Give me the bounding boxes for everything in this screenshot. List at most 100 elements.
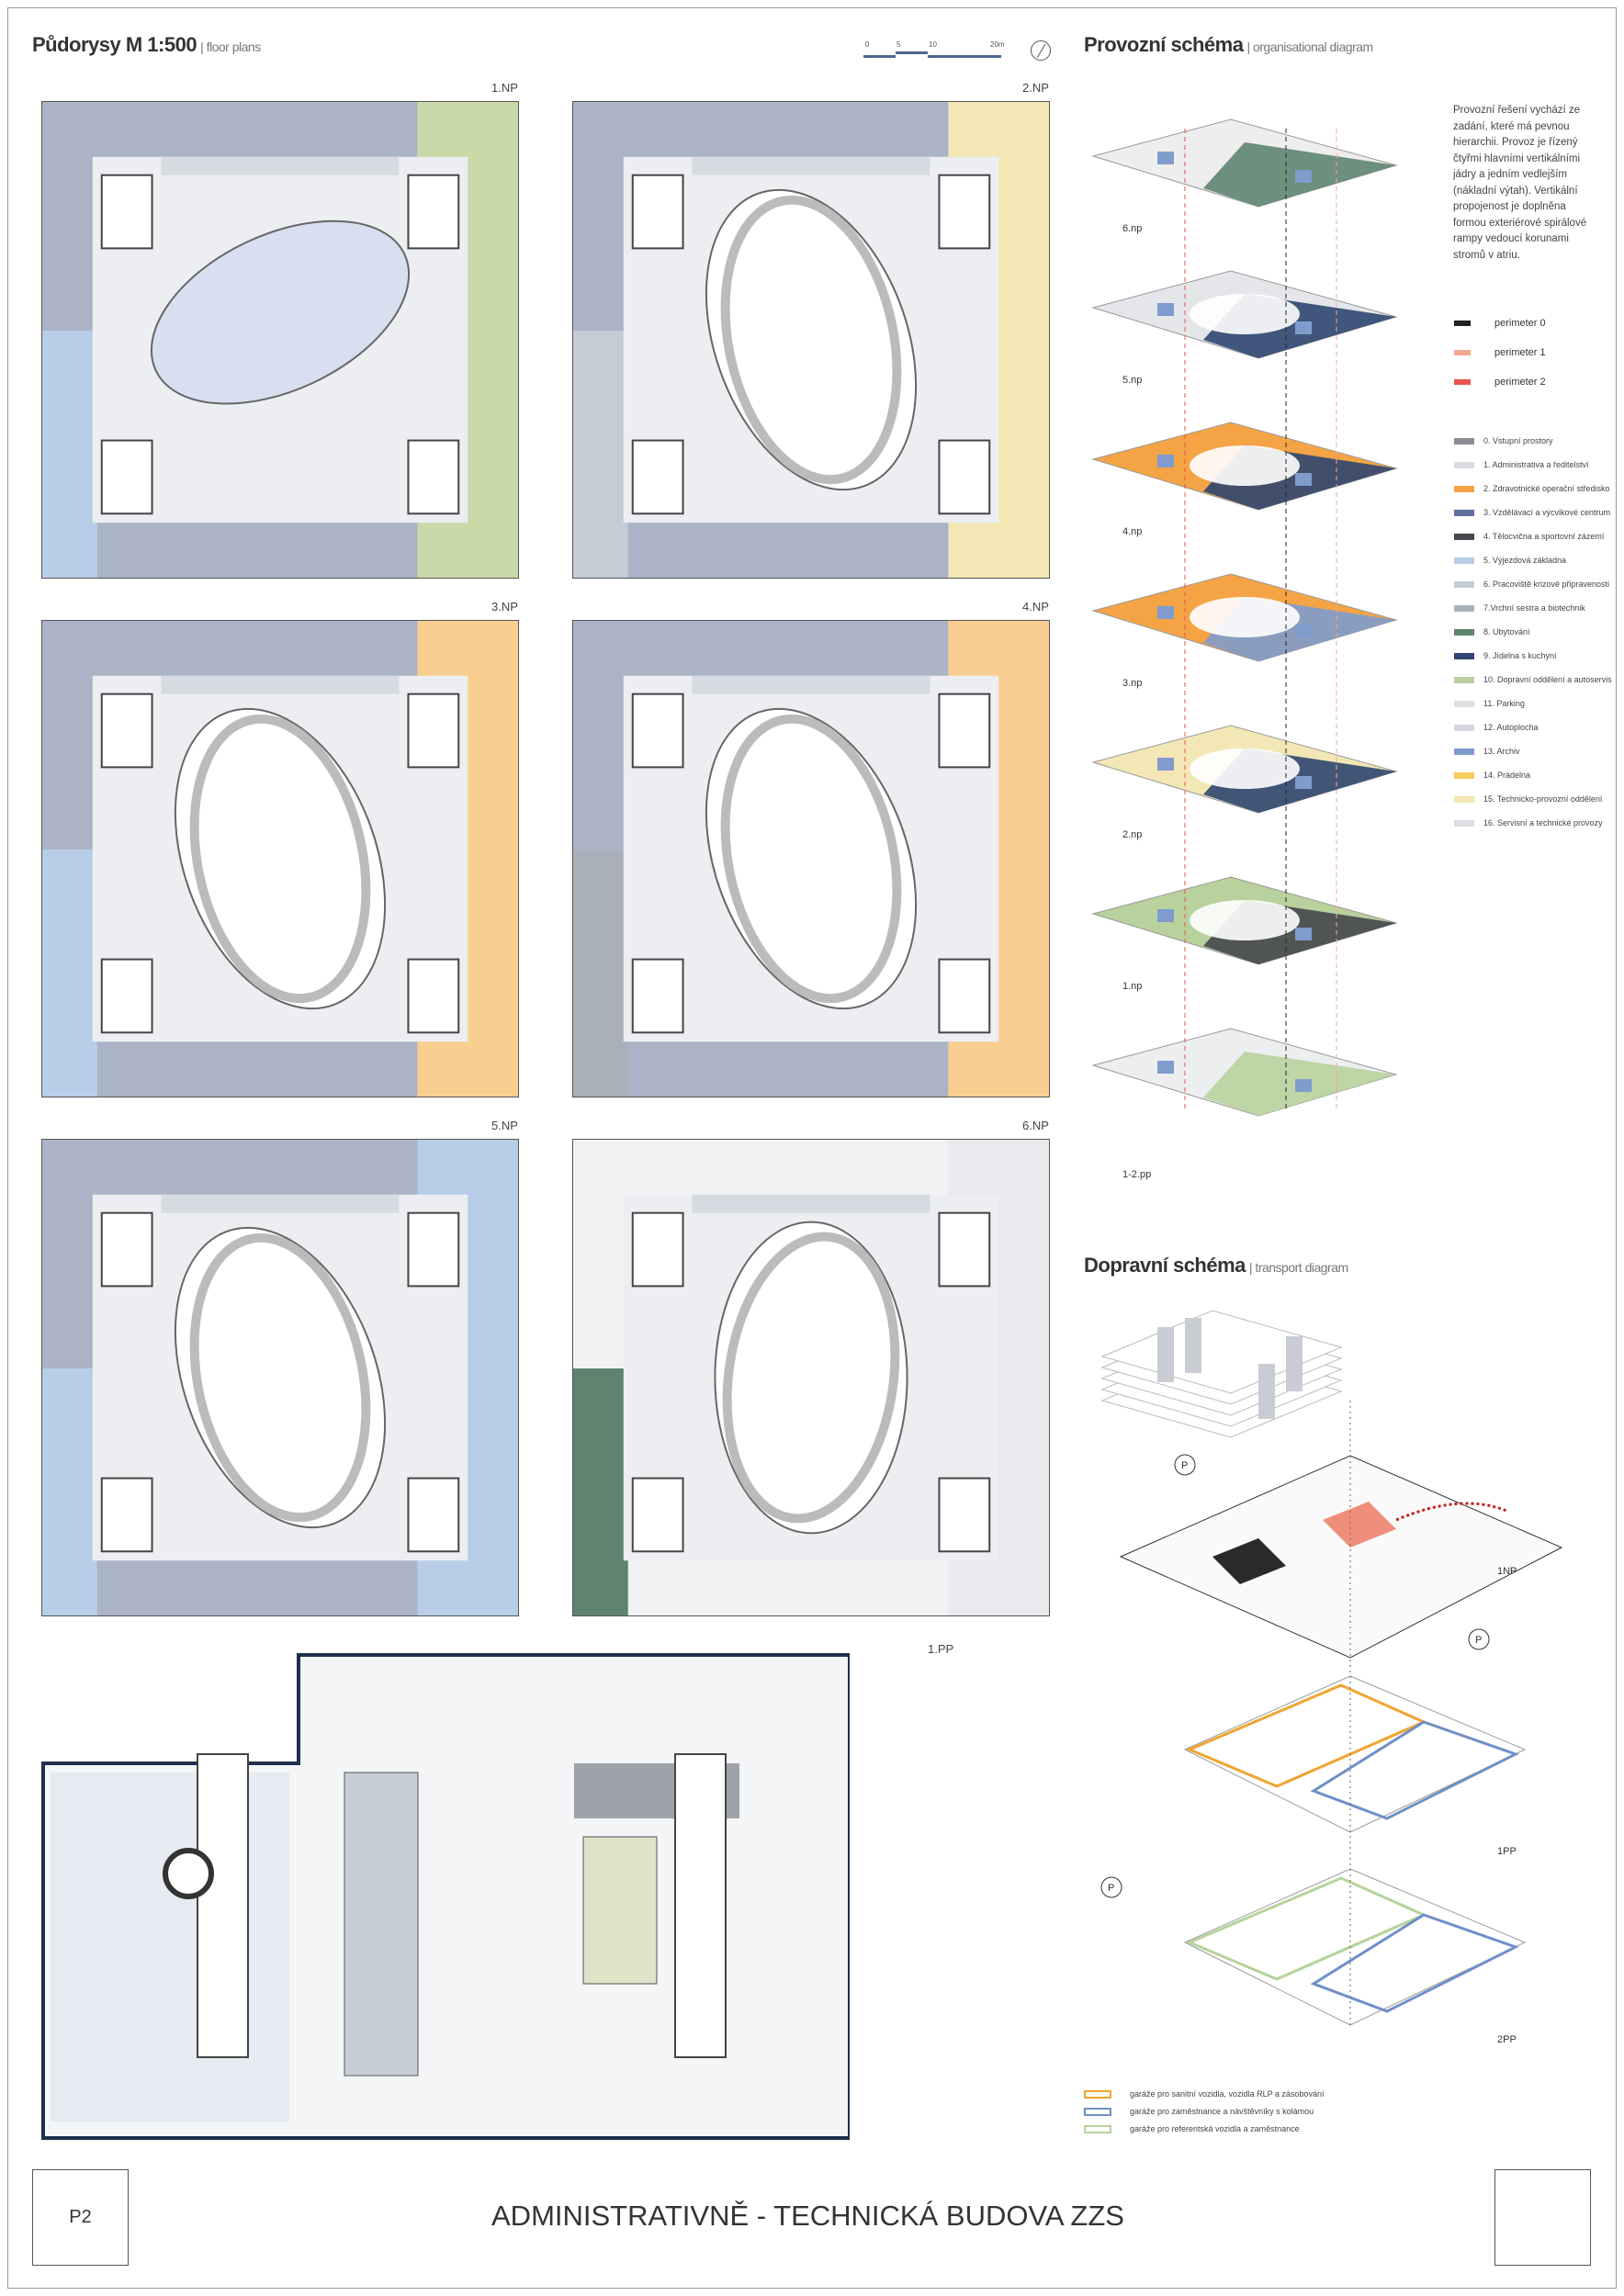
transport-level-1np: 1NP xyxy=(1497,1566,1517,1577)
floor-plan-1np xyxy=(41,101,519,579)
swatch xyxy=(1454,748,1474,755)
legend-label: 14. Prádelna xyxy=(1483,771,1531,780)
function-legend-item: 11. Parking xyxy=(1454,699,1525,708)
parking-icon: P xyxy=(1100,1876,1122,1898)
parking-icon: P xyxy=(1468,1628,1490,1650)
svg-text:P: P xyxy=(1108,1883,1114,1894)
legend-label: 7.Vrchní sestra a biotechnik xyxy=(1483,603,1585,613)
legend-label: perimeter 0 xyxy=(1494,318,1546,329)
swatch xyxy=(1454,676,1474,683)
swatch xyxy=(1454,461,1474,468)
legend-label: 9. Jídelna s kuchyní xyxy=(1483,651,1557,660)
garage-legend-item: garáže pro referentská vozidla a zaměstn… xyxy=(1084,2124,1300,2133)
legend-label: 15. Technicko-provozní oddělení xyxy=(1483,794,1603,804)
transport-axonometry: P P P xyxy=(1100,1310,1563,2026)
transport-heading: Dopravní schéma| transport diagram xyxy=(1084,1254,1348,1277)
level-label: 1.np xyxy=(1122,981,1143,992)
level-label: 2.np xyxy=(1122,829,1143,840)
level-label: 3.np xyxy=(1122,678,1143,689)
project-title: ADMINISTRATIVNĚ - TECHNICKÁ BUDOVA ZZS xyxy=(491,2200,1124,2232)
function-legend-item: 9. Jídelna s kuchyní xyxy=(1454,651,1557,660)
garage-legend-item: garáže pro zaměstnance a návštěvníky s k… xyxy=(1084,2107,1314,2116)
legend-label: garáže pro sanitní vozidla, vozidla RLP … xyxy=(1130,2089,1325,2099)
empty-box xyxy=(1494,2169,1591,2266)
level-label: 5.np xyxy=(1122,375,1143,386)
legend-label: 6. Pracoviště krizové připravenosti xyxy=(1483,580,1610,589)
floor-label: 2.NP xyxy=(1022,81,1049,95)
function-legend-item: 16. Servisní a technické provozy xyxy=(1454,818,1603,827)
legend-label: 0. Vstupní prostory xyxy=(1483,436,1553,445)
swatch xyxy=(1454,652,1474,659)
legend-label: 12. Autoplocha xyxy=(1483,723,1539,732)
organisational-axonometry xyxy=(1091,118,1398,1117)
floor-plan-2np xyxy=(572,101,1050,579)
legend-label: garáže pro zaměstnance a návštěvníky s k… xyxy=(1130,2107,1314,2116)
function-legend-item: 4. Tělocvična a sportovní zázemí xyxy=(1454,532,1604,541)
swatch xyxy=(1084,2107,1111,2116)
function-legend-item: 13. Archiv xyxy=(1454,747,1520,756)
transport-level-1pp: 1PP xyxy=(1497,1846,1517,1857)
floor-label: 1.PP xyxy=(928,1642,954,1656)
swatch xyxy=(1454,724,1474,731)
legend-label: perimeter 1 xyxy=(1494,347,1546,358)
floor-plan-4np xyxy=(572,620,1050,1097)
perimeter-legend-item: perimeter 2 xyxy=(1454,377,1546,388)
swatch xyxy=(1454,485,1474,492)
swatch xyxy=(1454,437,1474,445)
legend-label: 16. Servisní a technické provozy xyxy=(1483,818,1603,827)
floor-label: 6.NP xyxy=(1022,1119,1049,1132)
swatch xyxy=(1084,2089,1111,2099)
legend-label: 10. Dopravní oddělení a autoservis xyxy=(1483,675,1612,684)
function-legend-item: 7.Vrchní sestra a biotechnik xyxy=(1454,603,1585,613)
legend-label: 13. Archiv xyxy=(1483,747,1520,756)
plans-heading: Půdorysy M 1:500| floor plans xyxy=(32,33,261,56)
swatch xyxy=(1454,819,1474,827)
floor-label: 1.NP xyxy=(491,81,518,95)
poster-frame xyxy=(7,7,1617,2289)
floor-plan-6np xyxy=(572,1139,1050,1616)
swatch xyxy=(1454,604,1474,612)
floor-plan-5np xyxy=(41,1139,519,1616)
swatch xyxy=(1454,771,1474,779)
swatch xyxy=(1454,533,1474,540)
function-legend-item: 6. Pracoviště krizové připravenosti xyxy=(1454,580,1609,589)
svg-text:P: P xyxy=(1181,1460,1188,1471)
legend-label: 8. Ubytování xyxy=(1483,627,1530,636)
org-heading: Provozní schéma| organisational diagram xyxy=(1084,33,1373,56)
floor-label: 4.NP xyxy=(1022,600,1049,613)
legend-label: 11. Parking xyxy=(1483,699,1525,708)
swatch xyxy=(1454,321,1471,326)
floor-label: 5.NP xyxy=(491,1119,518,1132)
swatch xyxy=(1454,350,1471,355)
function-legend-item: 0. Vstupní prostory xyxy=(1454,436,1553,445)
legend-label: garáže pro referentská vozidla a zaměstn… xyxy=(1130,2124,1300,2133)
legend-label: 5. Výjezdová základna xyxy=(1483,556,1567,565)
legend-label: perimeter 2 xyxy=(1494,377,1546,388)
parking-icon: P xyxy=(1174,1454,1196,1476)
function-legend-item: 14. Prádelna xyxy=(1454,771,1530,780)
swatch xyxy=(1454,795,1474,803)
legend-label: 3. Vzdělávací a výcvikové centrum xyxy=(1483,508,1611,517)
swatch xyxy=(1454,628,1474,636)
function-legend-item: 10. Dopravní oddělení a autoservis xyxy=(1454,675,1612,684)
floor-plan-3np xyxy=(41,620,519,1097)
garage-legend-item: garáže pro sanitní vozidla, vozidla RLP … xyxy=(1084,2089,1324,2099)
function-legend-item: 8. Ubytování xyxy=(1454,627,1530,636)
function-legend-item: 12. Autoplocha xyxy=(1454,723,1539,732)
svg-text:P: P xyxy=(1475,1635,1482,1646)
legend-label: 4. Tělocvična a sportovní zázemí xyxy=(1483,532,1605,541)
level-label: 4.np xyxy=(1122,526,1143,537)
swatch xyxy=(1454,509,1474,516)
function-legend-item: 5. Výjezdová základna xyxy=(1454,556,1566,565)
function-legend-item: 15. Technicko-provozní oddělení xyxy=(1454,794,1602,804)
swatch xyxy=(1454,700,1474,707)
level-label: 1-2.pp xyxy=(1122,1169,1152,1180)
sheet-number: P2 xyxy=(32,2169,129,2266)
north-arrow-icon xyxy=(1031,40,1051,61)
perimeter-legend-item: perimeter 1 xyxy=(1454,347,1546,358)
org-description: Provozní řešení vychází ze zadání, které… xyxy=(1453,105,1587,261)
swatch xyxy=(1084,2124,1111,2133)
legend-label: 1. Administrativa a ředitelství xyxy=(1483,460,1589,469)
swatch xyxy=(1454,557,1474,564)
transport-level-2pp: 2PP xyxy=(1497,2034,1517,2045)
